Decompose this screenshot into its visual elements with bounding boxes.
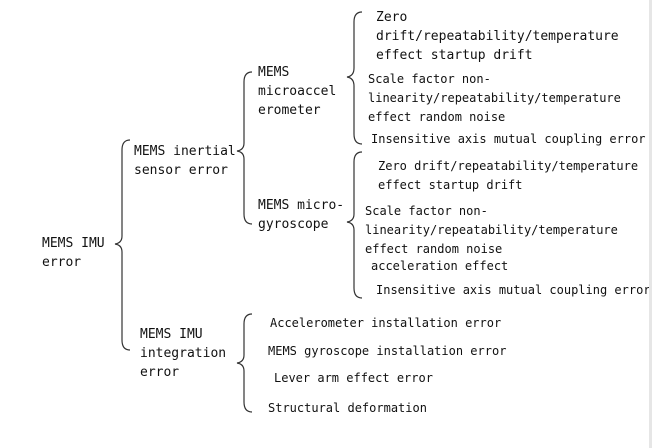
integration-error-label: MEMS IMU integration error — [140, 327, 227, 380]
integration-brace — [236, 313, 253, 413]
gyro-acceleration-effect-label: acceleration effect — [371, 259, 509, 273]
accelerometer-installation-error-label: Accelerometer installation error — [270, 316, 502, 330]
microaccelerometer-label: MEMS microaccel erometer — [258, 65, 337, 118]
accel-coupling-error-label: Insensitive axis mutual coupling error — [371, 132, 646, 146]
gyro-scale-factor-label: Scale factor non- linearity/repeatabilit… — [365, 204, 618, 256]
root-brace — [114, 139, 131, 351]
root-node-label: MEMS IMU error — [42, 236, 105, 270]
accel-brace — [346, 11, 363, 145]
inertial-sensor-error-label: MEMS inertial sensor error — [134, 144, 236, 178]
gyro-brace — [346, 151, 363, 299]
accel-zero-drift-label: Zero drift/repeatability/temperature eff… — [376, 10, 619, 63]
right-edge-strip — [649, 0, 652, 448]
accel-scale-factor-label: Scale factor non- linearity/repeatabilit… — [368, 72, 621, 124]
inertial-brace — [236, 71, 253, 225]
gyro-zero-drift-label: Zero drift/repeatability/temperature eff… — [378, 159, 639, 192]
lever-arm-error-label: Lever arm effect error — [274, 371, 433, 385]
microgyroscope-label: MEMS micro- gyroscope — [258, 198, 345, 232]
gyro-coupling-error-label: Insensitive axis mutual coupling error — [376, 283, 651, 297]
gyroscope-installation-error-label: MEMS gyroscope installation error — [268, 344, 507, 358]
structural-deformation-label: Structural deformation — [268, 401, 427, 415]
